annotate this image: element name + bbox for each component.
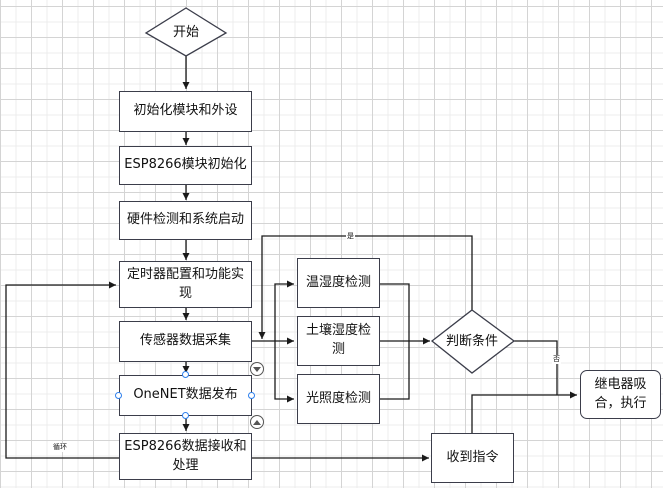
edge-label-no: 否 xyxy=(552,355,561,364)
command-received-node[interactable]: 收到指令 xyxy=(431,433,514,483)
light-intensity-node[interactable]: 光照度检测 xyxy=(297,374,380,424)
edge-branch-to-light xyxy=(274,341,294,403)
selection-handle-top[interactable] xyxy=(182,371,189,378)
relay-node[interactable]: 继电器吸合，执行 xyxy=(580,370,661,419)
selection-handle-right[interactable] xyxy=(248,392,255,399)
edge-branch-to-temp xyxy=(274,280,294,341)
timer-config-node[interactable]: 定时器配置和功能实现 xyxy=(119,261,252,308)
onenet-publish-node[interactable]: OneNET数据发布 xyxy=(119,375,252,416)
chevron-up-icon xyxy=(253,419,261,425)
init-modules-node[interactable]: 初始化模块和外设 xyxy=(119,91,252,132)
move-up-button[interactable] xyxy=(250,415,264,429)
esp-init-node[interactable]: ESP8266模块初始化 xyxy=(119,146,252,185)
edge-label-loop: 循环 xyxy=(52,443,68,452)
start-diamond[interactable] xyxy=(144,7,228,57)
decision-diamond[interactable] xyxy=(430,309,516,374)
esp-receive-node[interactable]: ESP8266数据接收和处理 xyxy=(119,433,252,480)
edge-command-to-relay xyxy=(471,391,577,433)
edge-loop xyxy=(5,281,119,459)
sensor-collect-node[interactable]: 传感器数据采集 xyxy=(119,321,252,362)
edge-decision-yes xyxy=(258,235,473,339)
selection-handle-bottom[interactable] xyxy=(182,412,189,419)
start-label: 开始 xyxy=(172,24,199,40)
soil-humidity-node[interactable]: 土壤湿度检测 xyxy=(297,316,380,366)
edge-label-yes: 是 xyxy=(346,232,355,241)
temp-humidity-node[interactable]: 温湿度检测 xyxy=(297,258,380,308)
edge-decision-no xyxy=(514,340,558,395)
selection-handle-left[interactable] xyxy=(115,392,122,399)
move-down-button[interactable] xyxy=(250,362,264,376)
hw-check-node[interactable]: 硬件检测和系统启动 xyxy=(119,201,252,240)
decision-label: 判断条件 xyxy=(446,333,499,349)
chevron-down-icon xyxy=(253,366,261,372)
